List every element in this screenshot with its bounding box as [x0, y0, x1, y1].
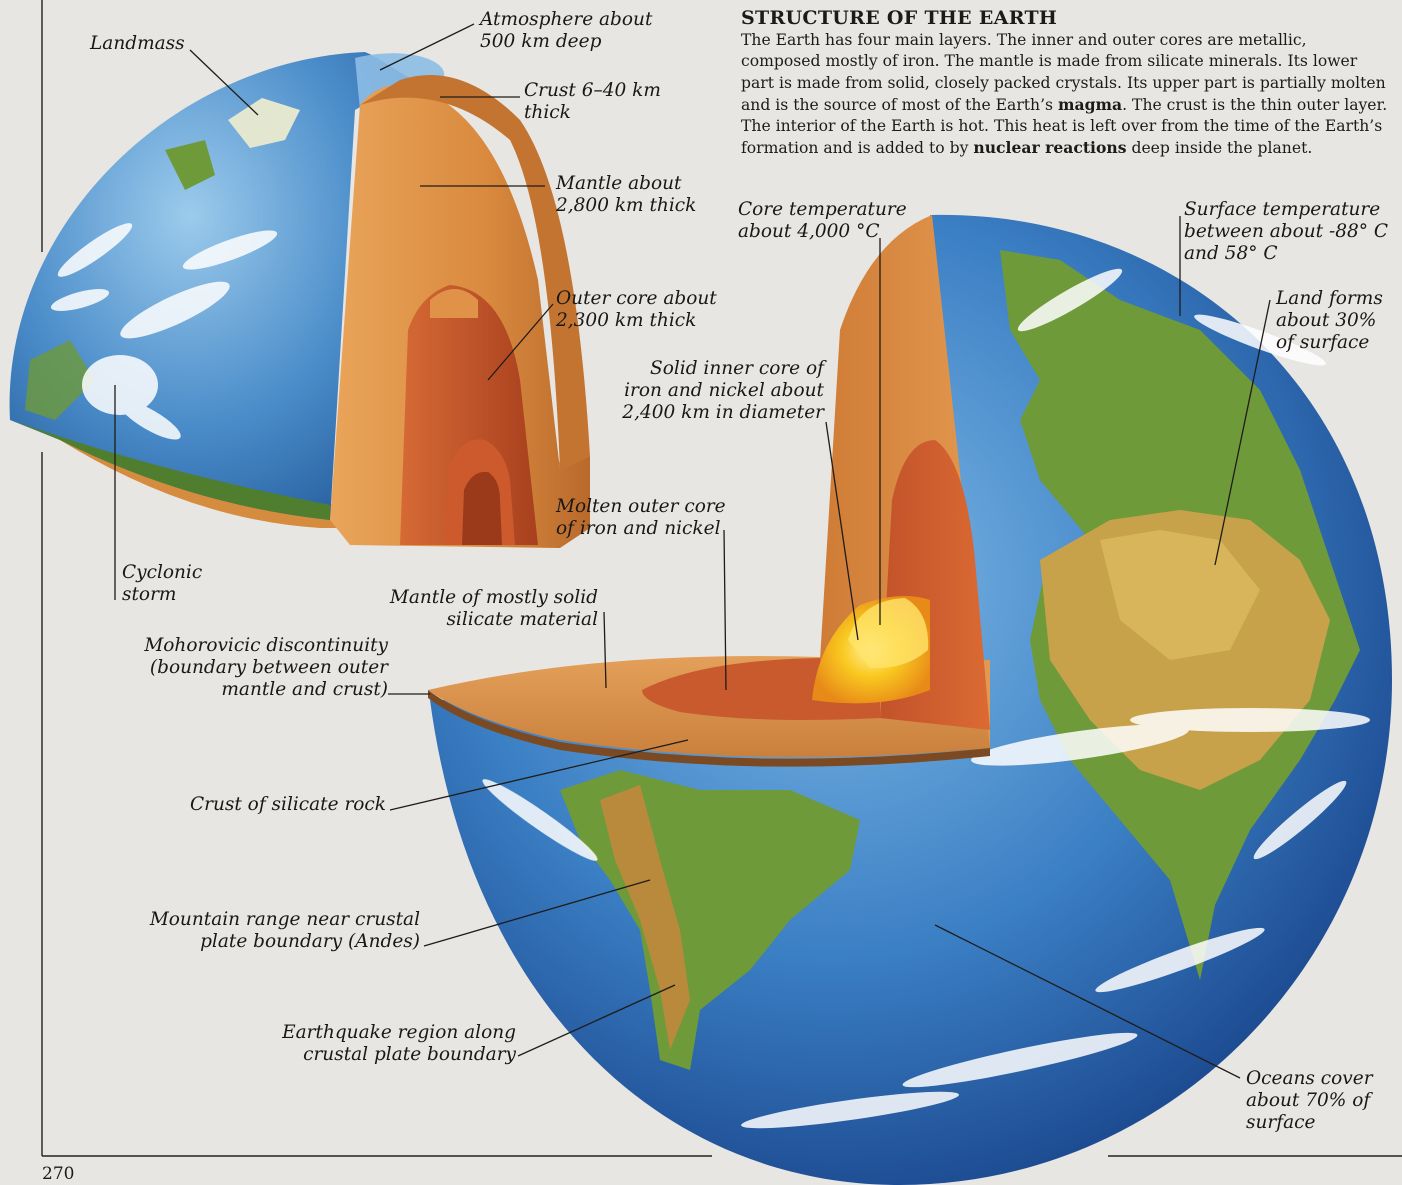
label-mantle-solid-line-2: silicate material: [446, 609, 598, 630]
label-earthquake-region: Earthquake region along crustal plate bo…: [282, 1022, 516, 1066]
intro-text-3: deep inside the planet.: [1126, 139, 1313, 158]
frame-lines: [41, 0, 1402, 1157]
label-mantle-solid-line-1: Mantle of mostly solid: [389, 587, 598, 608]
intro-text-block: STRUCTURE OF THE EARTH The Earth has fou…: [741, 6, 1391, 160]
label-molten-outer-core: Molten outer core of iron and nickel: [556, 496, 726, 540]
label-mantle-solid: Mantle of mostly solid silicate material: [390, 587, 598, 631]
term-magma: magma: [1058, 94, 1123, 114]
label-mountain-line-2: plate boundary (Andes): [200, 931, 420, 952]
label-land-forms-line-3: of surface: [1276, 332, 1370, 353]
label-molten-line-1: Molten outer core: [556, 496, 726, 517]
label-oceans-line-3: surface: [1246, 1112, 1316, 1133]
label-mantle-thickness: Mantle about 2,800 km thick: [556, 173, 696, 217]
label-core-temp-line-1: Core temperature: [738, 199, 907, 220]
label-moho-line-1: Mohorovicic discontinuity: [144, 635, 388, 656]
page-number: 270: [42, 1164, 75, 1184]
label-core-temperature: Core temperature about 4,000 °C: [738, 199, 907, 243]
label-oceans-line-1: Oceans cover: [1246, 1068, 1373, 1089]
label-outer-core-line-1: Outer core about: [556, 288, 717, 309]
label-mountain-line-1: Mountain range near crustal: [149, 909, 420, 930]
intro-paragraph: The Earth has four main layers. The inne…: [741, 30, 1391, 160]
label-cyclonic-line-1: Cyclonic: [122, 562, 203, 583]
label-land-forms: Land forms about 30% of surface: [1276, 288, 1383, 354]
label-landmass: Landmass: [90, 33, 185, 54]
label-cyclonic-storm: Cyclonic storm: [122, 562, 202, 606]
leader-lines: [114, 23, 1271, 1079]
intro-text-2: . The crust is the thin outer layer. The…: [741, 95, 1388, 158]
label-mantle-line-2: 2,800 km thick: [556, 195, 697, 216]
label-core-temp-line-2: about 4,000 °C: [738, 221, 880, 242]
label-oceans: Oceans cover about 70% of surface: [1246, 1068, 1373, 1134]
term-nuclear-reactions: nuclear reactions: [973, 138, 1127, 158]
label-crust-line-2: thick: [524, 102, 571, 123]
label-moho-line-3: mantle and crust): [221, 679, 388, 700]
label-outer-core-line-2: 2,300 km thick: [556, 310, 697, 331]
label-atmosphere: Atmosphere about 500 km deep: [480, 9, 652, 53]
label-inner-core-line-2: iron and nickel about: [624, 380, 824, 401]
label-inner-core-line-3: 2,400 km in diameter: [622, 402, 824, 423]
label-inner-core: Solid inner core of iron and nickel abou…: [622, 358, 824, 424]
label-moho-line-2: (boundary between outer: [149, 657, 388, 678]
label-inner-core-line-1: Solid inner core of: [650, 358, 824, 379]
large-cloud-bands: [482, 268, 1370, 1129]
intro-text-1: The Earth has four main layers. The inne…: [741, 31, 1386, 114]
label-surface-temperature: Surface temperature between about -88° C…: [1184, 199, 1388, 265]
page-title: STRUCTURE OF THE EARTH: [741, 7, 1058, 29]
label-cyclonic-line-2: storm: [122, 584, 177, 605]
label-moho: Mohorovicic discontinuity (boundary betw…: [144, 635, 388, 701]
label-molten-line-2: of iron and nickel: [556, 518, 721, 539]
label-surface-temp-line-1: Surface temperature: [1184, 199, 1381, 220]
label-atmosphere-line-2: 500 km deep: [480, 31, 602, 52]
cloud-swirls: [50, 223, 278, 440]
label-earthquake-line-1: Earthquake region along: [282, 1022, 516, 1043]
label-atmosphere-line-1: Atmosphere about: [480, 9, 653, 30]
label-land-forms-line-2: about 30%: [1276, 310, 1377, 331]
label-oceans-line-2: about 70% of: [1246, 1090, 1371, 1111]
small-earth-cutaway: [9, 52, 590, 548]
label-surface-temp-line-3: and 58° C: [1184, 243, 1278, 264]
label-outer-core-thickness: Outer core about 2,300 km thick: [556, 288, 717, 332]
label-earthquake-line-2: crustal plate boundary: [303, 1044, 516, 1065]
large-earth-cutaway: [428, 214, 1392, 1185]
label-mountain-range: Mountain range near crustal plate bounda…: [150, 909, 420, 953]
label-land-forms-line-1: Land forms: [1276, 288, 1383, 309]
label-crust-thickness: Crust 6–40 km thick: [524, 80, 661, 124]
label-crust-rock: Crust of silicate rock: [189, 794, 386, 815]
label-crust-line-1: Crust 6–40 km: [524, 80, 661, 101]
label-mantle-line-1: Mantle about: [556, 173, 682, 194]
label-surface-temp-line-2: between about -88° C: [1184, 221, 1389, 242]
